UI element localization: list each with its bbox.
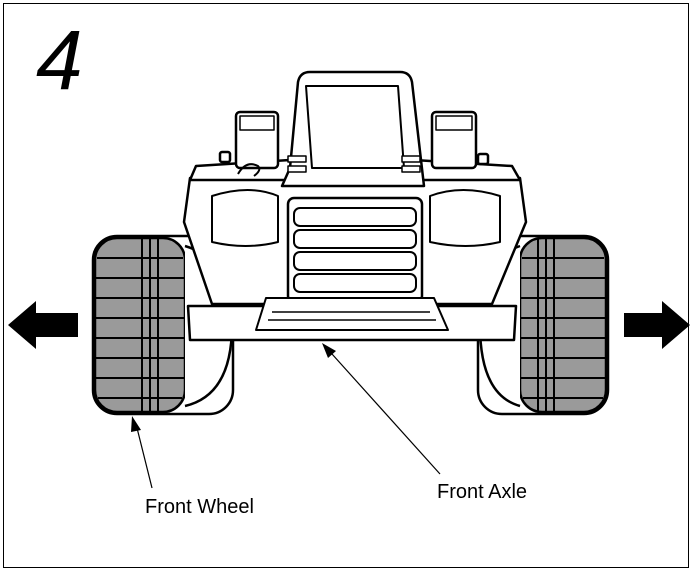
diagram-frame [3, 3, 689, 568]
arrow-left-icon [8, 301, 78, 349]
front-axle-bumper [186, 297, 518, 342]
leader-line-front-axle [322, 343, 441, 475]
vehicle-body [182, 70, 528, 306]
leader-line-front-wheel [131, 416, 153, 489]
step-number: 4 [36, 13, 83, 107]
front-wheel-label: Front Wheel [145, 496, 254, 518]
front-axle-label: Front Axle [437, 481, 528, 503]
arrow-right-icon [624, 301, 690, 349]
